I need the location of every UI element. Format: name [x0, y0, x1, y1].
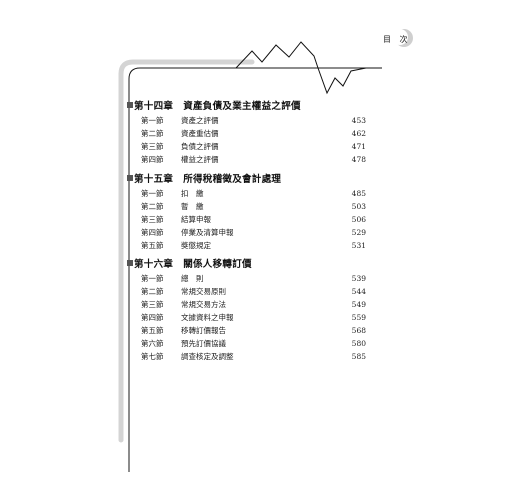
toc-entry: 第二節 資產重估價 462 — [127, 127, 377, 140]
chapter-16: 第十六章關係人移轉訂價 第一節 總 則 539 第二節 常規交易原則 544 第… — [127, 258, 377, 363]
section-title: 結算申報 — [181, 215, 211, 224]
page-number: 485 — [351, 189, 366, 198]
toc-entry: 第一節 資產之評價 453 — [127, 114, 377, 127]
running-header: 目 次 — [383, 35, 411, 44]
chapter-title: 第十四章資產負債及業主權益之評價 — [127, 100, 377, 114]
section-title: 常規交易原則 — [181, 287, 226, 296]
section-title: 總 則 — [181, 274, 204, 283]
chapter-title: 第十五章所得稅稽徵及會計處理 — [127, 173, 377, 187]
toc-entry: 第四節 文據資料之申報 559 — [127, 311, 377, 324]
toc-entry: 第六節 預先訂價協議 580 — [127, 337, 377, 350]
chapter-number: 第十五章 — [134, 174, 174, 185]
section-title: 停業及清算申報 — [181, 228, 234, 237]
toc-entry: 第三節 結算申報 506 — [127, 213, 377, 226]
section-number: 第一節 — [141, 189, 164, 198]
page-number: 539 — [351, 274, 366, 283]
section-number: 第四節 — [141, 313, 164, 322]
zigzag-line — [235, 41, 382, 95]
frame-rail — [118, 59, 255, 443]
page-number: 478 — [351, 155, 366, 164]
chapter-bullet-icon — [127, 102, 133, 108]
page-number: 568 — [351, 326, 366, 335]
section-title: 獎懲規定 — [181, 241, 211, 250]
chapter-bullet-icon — [127, 260, 133, 266]
page-number: 559 — [351, 313, 366, 322]
moon-icon — [392, 29, 413, 47]
chapter-name: 所得稅稽徵及會計處理 — [183, 174, 282, 185]
page-number: 544 — [351, 287, 366, 296]
toc-entry: 第一節 扣 繳 485 — [127, 187, 377, 200]
section-title: 常規交易方法 — [181, 300, 226, 309]
section-number: 第五節 — [141, 241, 164, 250]
toc-entry: 第五節 移轉訂價報告 568 — [127, 324, 377, 337]
toc-entry: 第七節 調查核定及調整 585 — [127, 350, 377, 363]
section-title: 文據資料之申報 — [181, 313, 234, 322]
toc-entry: 第五節 獎懲規定 531 — [127, 239, 377, 252]
section-number: 第二節 — [141, 202, 164, 211]
chapter-15: 第十五章所得稅稽徵及會計處理 第一節 扣 繳 485 第二節 暫 繳 503 第… — [127, 173, 377, 252]
chapter-name: 資產負債及業主權益之評價 — [183, 101, 301, 112]
toc-entry: 第三節 常規交易方法 549 — [127, 298, 377, 311]
page-number: 585 — [351, 352, 366, 361]
page-number: 503 — [351, 202, 366, 211]
chapter-14: 第十四章資產負債及業主權益之評價 第一節 資產之評價 453 第二節 資產重估價… — [127, 100, 377, 166]
page-number: 506 — [351, 215, 366, 224]
section-title: 暫 繳 — [181, 202, 204, 211]
section-title: 扣 繳 — [181, 189, 204, 198]
section-number: 第四節 — [141, 228, 164, 237]
section-number: 第六節 — [141, 339, 164, 348]
section-number: 第五節 — [141, 326, 164, 335]
page-number: 453 — [351, 116, 366, 125]
section-number: 第四節 — [141, 155, 164, 164]
section-number: 第三節 — [141, 215, 164, 224]
chapter-number: 第十六章 — [134, 259, 174, 270]
toc-entry: 第二節 常規交易原則 544 — [127, 285, 377, 298]
section-number: 第七節 — [141, 352, 164, 361]
toc-entry: 第三節 負債之評價 471 — [127, 140, 377, 153]
section-title: 資產重估價 — [181, 129, 219, 138]
section-title: 負債之評價 — [181, 142, 219, 151]
page-number: 531 — [351, 241, 366, 250]
toc-entry: 第四節 權益之評價 478 — [127, 153, 377, 166]
section-title: 權益之評價 — [181, 155, 219, 164]
section-number: 第二節 — [141, 129, 164, 138]
section-number: 第一節 — [141, 274, 164, 283]
chapter-number: 第十四章 — [134, 101, 174, 112]
section-title: 移轉訂價報告 — [181, 326, 226, 335]
section-title: 預先訂價協議 — [181, 339, 226, 348]
page-number: 471 — [351, 142, 366, 151]
toc-entry: 第二節 暫 繳 503 — [127, 200, 377, 213]
section-title: 資產之評價 — [181, 116, 219, 125]
page-number: 462 — [351, 129, 366, 138]
toc-entry: 第四節 停業及清算申報 529 — [127, 226, 377, 239]
toc-entry: 第一節 總 則 539 — [127, 272, 377, 285]
section-title: 調查核定及調整 — [181, 352, 234, 361]
page-number: 580 — [351, 339, 366, 348]
chapter-title: 第十六章關係人移轉訂價 — [127, 258, 377, 272]
page-number: 529 — [351, 228, 366, 237]
section-number: 第一節 — [141, 116, 164, 125]
chapter-name: 關係人移轉訂價 — [183, 259, 252, 270]
frame-line — [128, 67, 382, 472]
section-number: 第三節 — [141, 142, 164, 151]
section-number: 第三節 — [141, 300, 164, 309]
section-number: 第二節 — [141, 287, 164, 296]
page-number: 549 — [351, 300, 366, 309]
chapter-bullet-icon — [127, 175, 133, 181]
